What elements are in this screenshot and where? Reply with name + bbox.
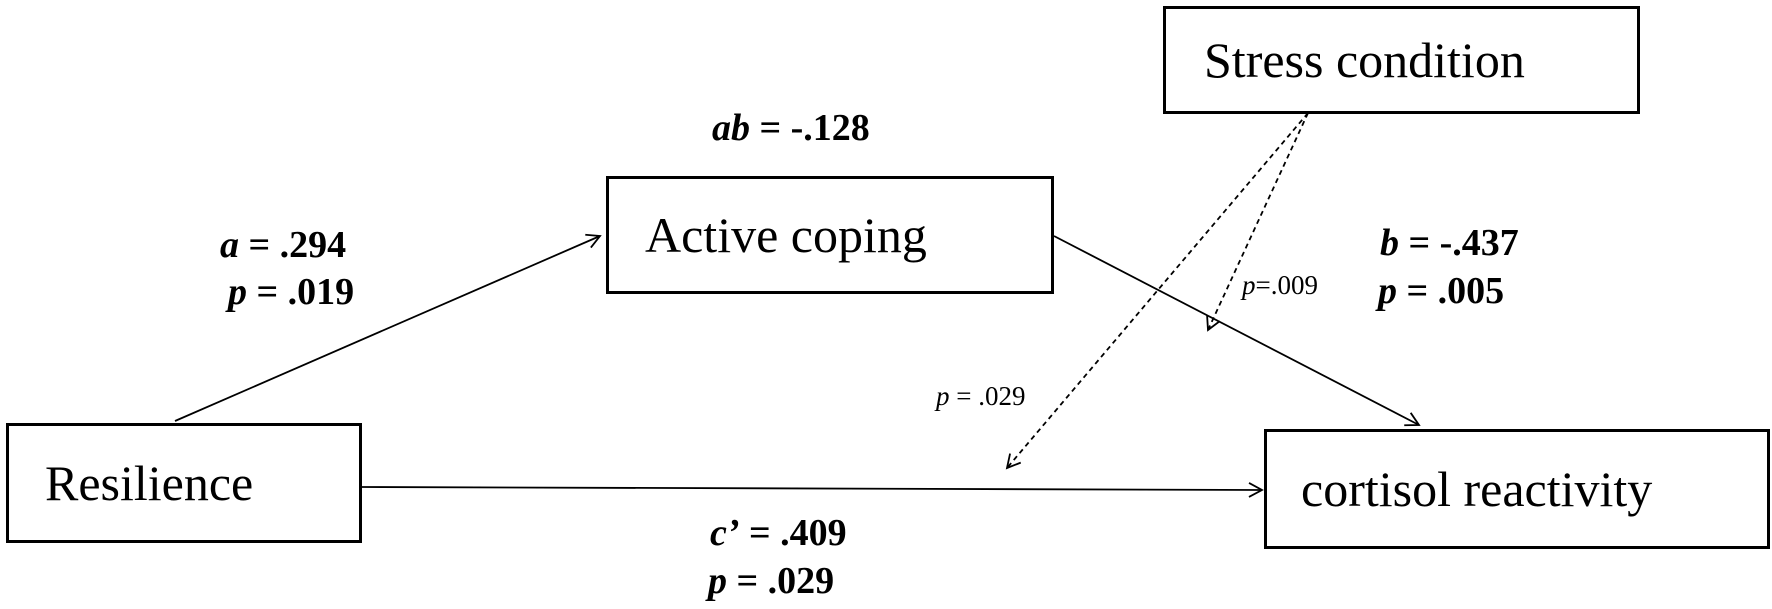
- moderation-b-dashed-arrow: [1206, 112, 1309, 332]
- path-c-prime-coefficient: c’ = .409: [710, 512, 847, 554]
- indirect-effect-label: ab = -.128: [712, 107, 870, 149]
- active-coping-box: Active coping: [606, 176, 1054, 294]
- moderation-c-prime-dashed-arrow: [1005, 112, 1309, 470]
- stress-condition-label: Stress condition: [1204, 32, 1525, 88]
- active-coping-label: Active coping: [645, 207, 927, 263]
- moderation-b-pvalue: p=.009: [1242, 270, 1318, 300]
- path-c-prime-arrow: [361, 482, 1264, 498]
- path-b-arrow: [1053, 235, 1421, 427]
- path-a-coefficient: a = .294: [220, 224, 347, 266]
- path-a-arrow: [174, 233, 602, 422]
- stress-condition-box: Stress condition: [1163, 6, 1640, 114]
- resilience-label: Resilience: [45, 455, 254, 511]
- cortisol-reactivity-box: cortisol reactivity: [1264, 429, 1770, 549]
- path-c-prime-pvalue: p = .029: [708, 560, 835, 602]
- resilience-box: Resilience: [6, 423, 362, 543]
- cortisol-reactivity-label: cortisol reactivity: [1301, 461, 1653, 517]
- moderation-c-prime-pvalue: p = .029: [936, 381, 1026, 411]
- path-b-pvalue: p = .005: [1378, 270, 1505, 312]
- path-a-pvalue: p = .019: [228, 271, 355, 313]
- path-b-coefficient: b = -.437: [1380, 222, 1519, 264]
